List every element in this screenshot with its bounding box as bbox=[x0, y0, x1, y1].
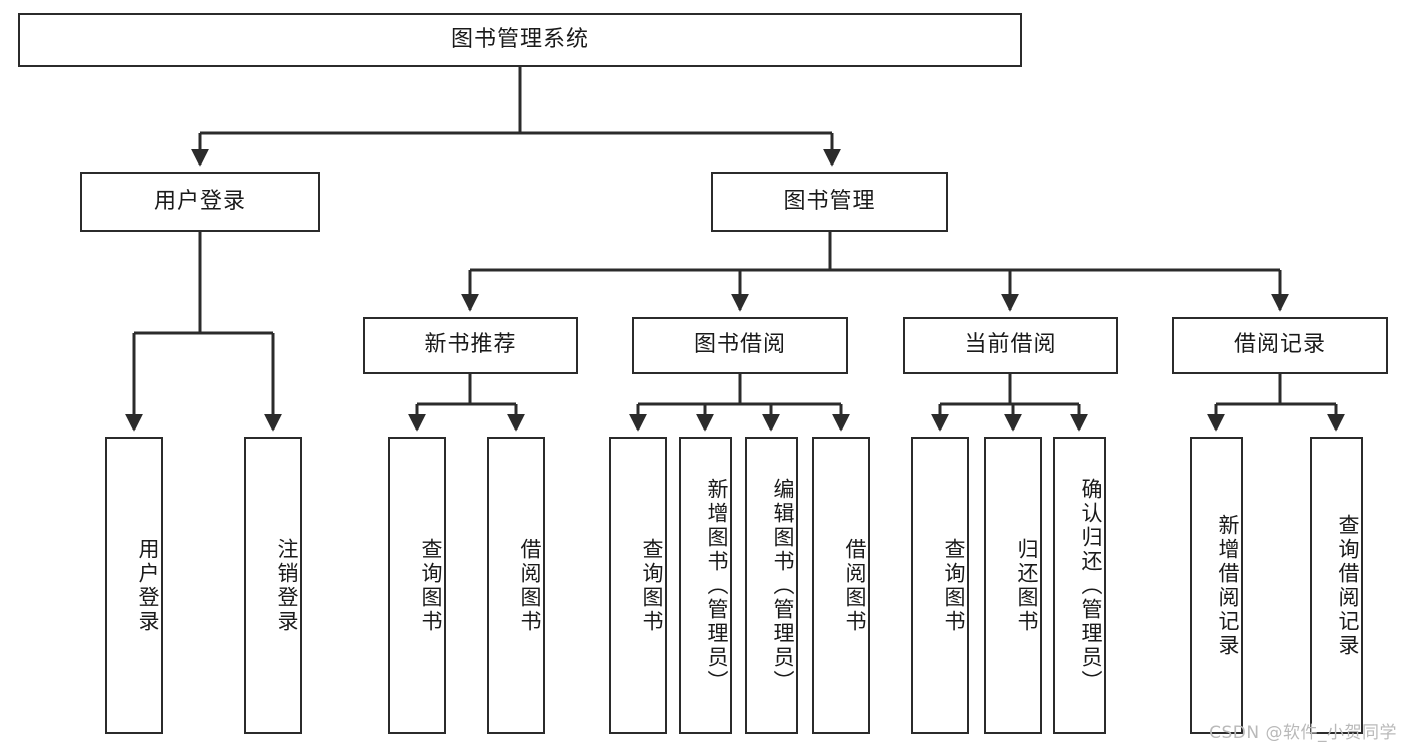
leaf-query-book-recommend[interactable]: 查询图书 bbox=[388, 437, 446, 734]
node-current-borrow[interactable]: 当前借阅 bbox=[903, 317, 1118, 374]
leaf-borrow-book-recommend[interactable]: 借阅图书 bbox=[487, 437, 545, 734]
leaf-query-book-current[interactable]: 查询图书 bbox=[911, 437, 969, 734]
leaf-label: 新增借阅记录 bbox=[1216, 513, 1240, 658]
leaf-return-book[interactable]: 归还图书 bbox=[984, 437, 1042, 734]
leaf-label: 注销登录 bbox=[275, 537, 299, 634]
leaf-label: 编辑图书（管理员） bbox=[771, 477, 795, 694]
leaf-label: 确认归还（管理员） bbox=[1079, 477, 1103, 694]
leaf-label: 查询图书 bbox=[942, 537, 966, 634]
node-book-borrow[interactable]: 图书借阅 bbox=[632, 317, 848, 374]
leaf-label: 借阅图书 bbox=[518, 537, 542, 634]
leaf-label: 用户登录 bbox=[136, 537, 160, 634]
leaf-add-book-admin[interactable]: 新增图书（管理员） bbox=[679, 437, 732, 734]
leaf-logout[interactable]: 注销登录 bbox=[244, 437, 302, 734]
node-user-login[interactable]: 用户登录 bbox=[80, 172, 320, 232]
node-book-manage[interactable]: 图书管理 bbox=[711, 172, 948, 232]
leaf-query-borrow-record[interactable]: 查询借阅记录 bbox=[1310, 437, 1363, 734]
leaf-confirm-return-admin[interactable]: 确认归还（管理员） bbox=[1053, 437, 1106, 734]
leaf-query-book-borrow[interactable]: 查询图书 bbox=[609, 437, 667, 734]
leaf-add-borrow-record[interactable]: 新增借阅记录 bbox=[1190, 437, 1243, 734]
leaf-edit-book-admin[interactable]: 编辑图书（管理员） bbox=[745, 437, 798, 734]
leaf-borrow-book[interactable]: 借阅图书 bbox=[812, 437, 870, 734]
leaf-label: 归还图书 bbox=[1015, 537, 1039, 634]
leaf-label: 查询借阅记录 bbox=[1336, 513, 1360, 658]
leaf-label: 查询图书 bbox=[419, 537, 443, 634]
leaf-user-login[interactable]: 用户登录 bbox=[105, 437, 163, 734]
leaf-label: 借阅图书 bbox=[843, 537, 867, 634]
leaf-label: 查询图书 bbox=[640, 537, 664, 634]
watermark: CSDN @软件_小贺同学 bbox=[1209, 723, 1397, 743]
node-borrow-record[interactable]: 借阅记录 bbox=[1172, 317, 1388, 374]
leaf-label: 新增图书（管理员） bbox=[705, 477, 729, 694]
node-root[interactable]: 图书管理系统 bbox=[18, 13, 1022, 67]
node-new-book-recommend[interactable]: 新书推荐 bbox=[363, 317, 578, 374]
